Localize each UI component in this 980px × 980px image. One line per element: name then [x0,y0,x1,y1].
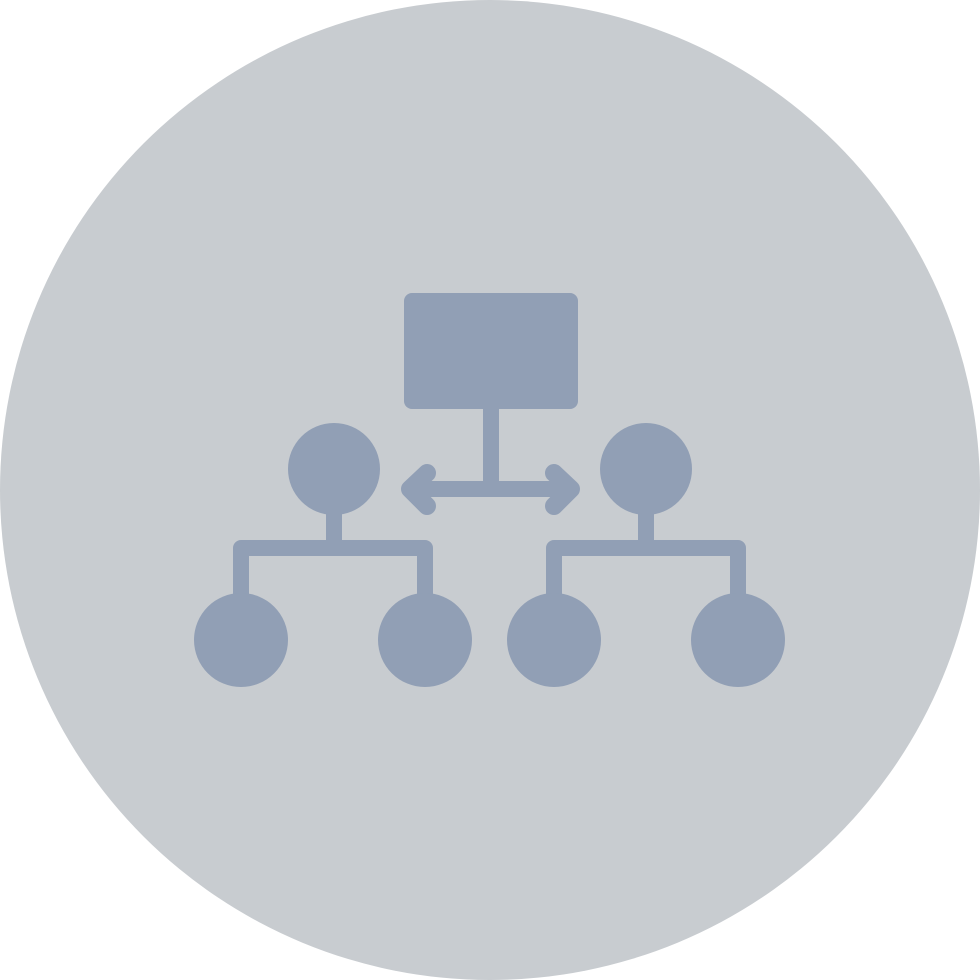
arrow-left-head [401,464,436,515]
arrow-right-head [545,464,580,515]
hierarchy-glyph [194,293,785,687]
left-parent-node [288,423,380,515]
right-child-node-2 [691,593,785,687]
right-parent-node [600,423,692,515]
left-child-node-2 [378,593,472,687]
top-box [404,293,578,409]
left-child-node-1 [194,593,288,687]
right-child-node-1 [507,593,601,687]
right-branch-connector [546,540,746,600]
left-branch-connector [233,540,433,600]
